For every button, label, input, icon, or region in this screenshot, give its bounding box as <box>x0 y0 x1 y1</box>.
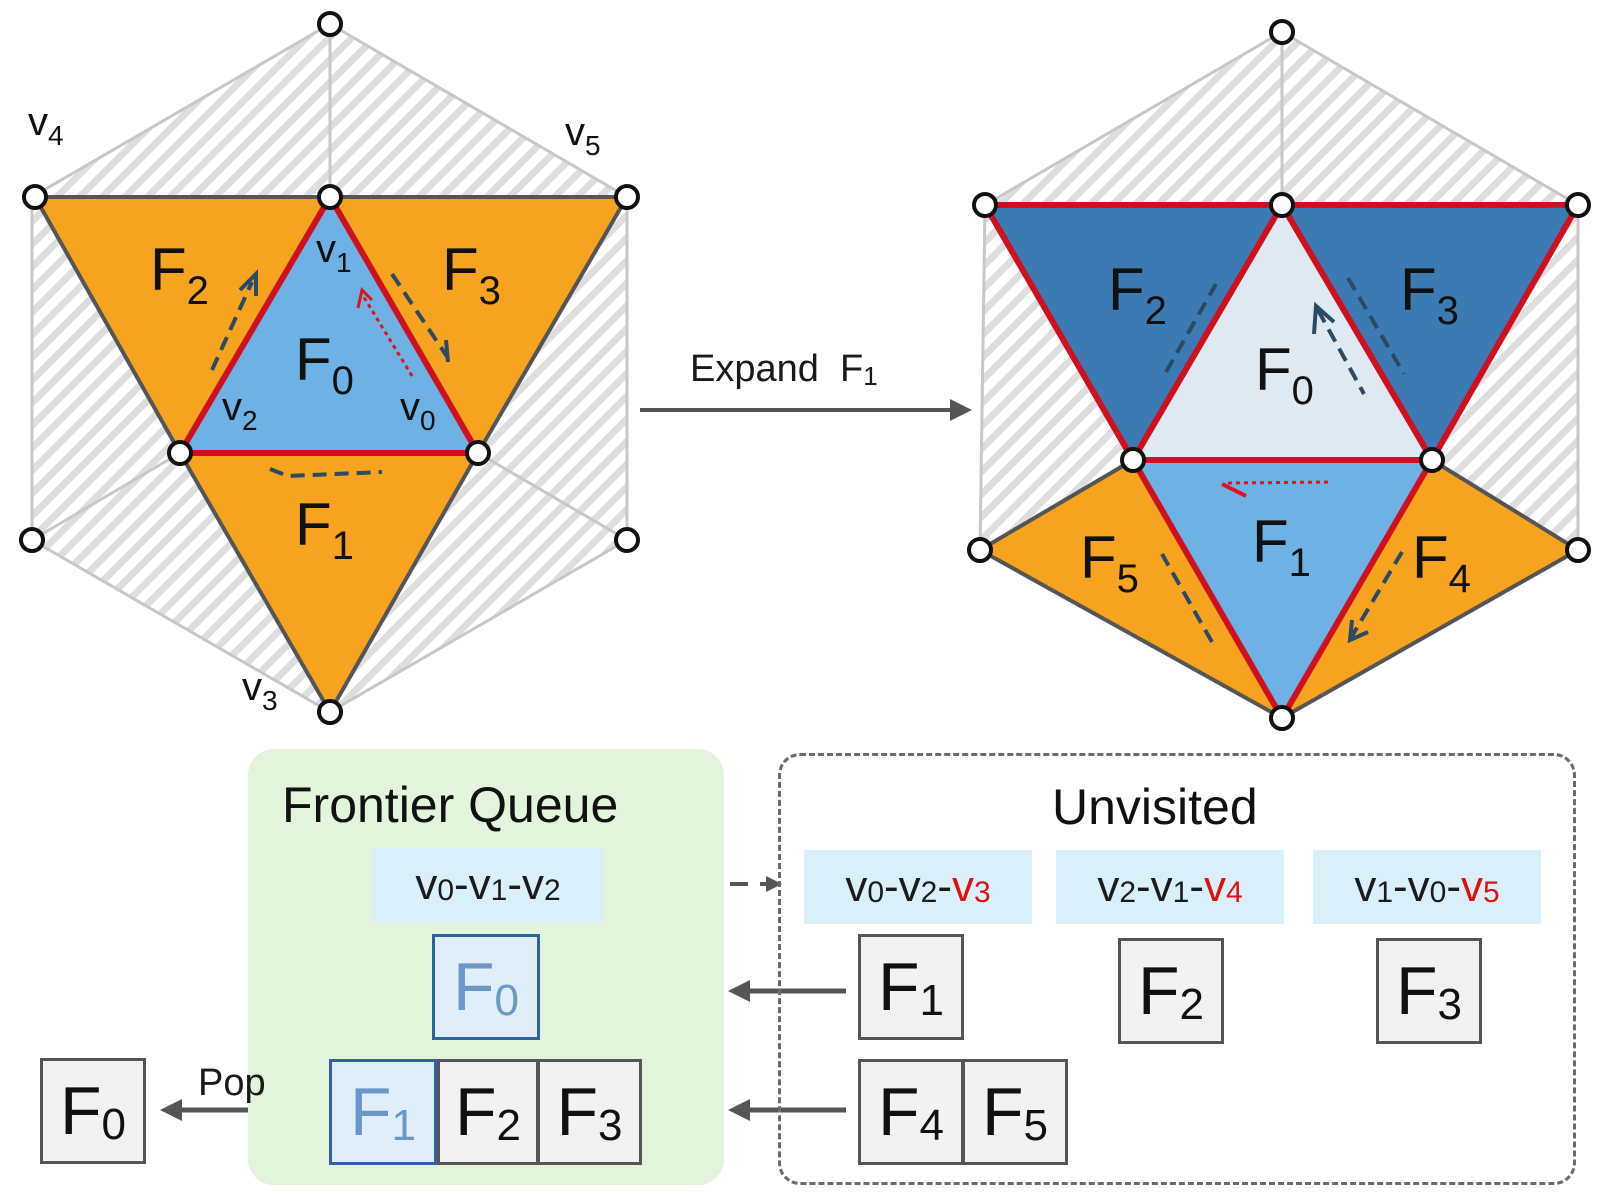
pop-label: Pop <box>198 1062 266 1104</box>
push-arrowhead-row2 <box>728 1099 750 1121</box>
vertex-label: v3 <box>242 665 278 716</box>
vertex-node <box>1269 19 1295 45</box>
right-traversal-arrow-f5 <box>1160 553 1214 643</box>
left-face-f0 <box>174 191 484 456</box>
left-traversal-arrow-f2 <box>210 281 254 371</box>
left-traversal-arrow-f0 <box>360 293 414 377</box>
left-face-label: F3 <box>442 236 501 313</box>
left-traversal-arrow-f3 <box>390 272 450 360</box>
vertex-node <box>317 699 343 725</box>
right-traversal-arrow-f0 <box>1316 309 1366 395</box>
vertex-label: v0 <box>400 385 436 436</box>
unvisited-panel <box>778 753 1576 1185</box>
vertex-node <box>167 440 193 466</box>
left-face-label: F1 <box>295 491 354 568</box>
vertex-node <box>1120 447 1146 473</box>
vertex-node <box>1565 192 1591 218</box>
vertex-label: v5 <box>565 110 601 161</box>
right-traversal-arrowhead-f4 <box>1347 619 1369 644</box>
vertex-node <box>1565 537 1591 563</box>
right-traversal-arrow-f3 <box>1346 276 1406 376</box>
vertex-node <box>614 184 640 210</box>
right-traversal-arrow-f1 <box>1227 480 1333 485</box>
right-face-label: F3 <box>1400 256 1459 333</box>
frontier-queue-title: Frontier Queue <box>282 777 619 833</box>
left-traversal-arrowhead-f3 <box>444 339 450 363</box>
right-face-label: F4 <box>1412 524 1471 601</box>
right-face-label: F2 <box>1108 256 1167 333</box>
vertex-node <box>19 527 45 553</box>
vertex-node <box>614 527 640 553</box>
right-face-label: F5 <box>1080 524 1139 601</box>
left-hex-spoke <box>31 451 181 542</box>
vertex-label: v4 <box>28 100 64 151</box>
right-traversal-arrow-f4 <box>1350 550 1404 638</box>
right-face-f1 <box>1127 457 1438 724</box>
left-traversal-arrow-f1 <box>269 467 383 479</box>
unvisited-title: Unvisited <box>1052 779 1258 835</box>
vertex-node <box>1269 705 1295 731</box>
vertex-node <box>1419 447 1445 473</box>
expand-face-sub: 1 <box>863 361 878 391</box>
vertex-label: v2 <box>222 385 258 436</box>
left-mesh: F2 F3 F0 F1 v0 v1 v2 v3 v4 v5 <box>19 11 640 725</box>
expand-label: Expand F1 <box>690 348 878 391</box>
left-traversal-arrowhead-f2 <box>238 269 258 296</box>
pop-arrowhead <box>160 1099 182 1121</box>
vertex-node <box>317 184 343 210</box>
expand-face: F <box>840 348 864 390</box>
right-traversal-arrow-f2 <box>1164 283 1218 373</box>
right-face-label: F1 <box>1252 508 1311 585</box>
transfer-dashed-arrowhead <box>766 876 782 892</box>
vertex-node <box>22 184 48 210</box>
left-face-label: F2 <box>150 236 209 313</box>
push-arrowhead-row1 <box>728 980 750 1002</box>
left-hex-spoke <box>477 451 628 542</box>
expand-arrow <box>640 399 972 421</box>
vertex-node <box>465 440 491 466</box>
right-vertices <box>967 19 1591 731</box>
right-traversal-arrowhead-f1 <box>1221 482 1247 498</box>
right-traversal-arrowhead-f0 <box>1312 301 1336 335</box>
left-face-label: F0 <box>295 326 354 403</box>
vertex-label: v1 <box>316 227 352 278</box>
vertex-node <box>317 11 343 37</box>
left-traversal-arrowhead-f0 <box>356 287 374 309</box>
left-vertices <box>19 11 640 725</box>
vertex-node <box>1269 192 1295 218</box>
expand-text: Expand <box>690 348 819 390</box>
right-mesh: F2 F3 F0 F1 F5 F4 <box>967 19 1591 731</box>
vertex-node <box>967 537 993 563</box>
vertex-node <box>972 192 998 218</box>
right-face-label: F0 <box>1255 336 1314 413</box>
